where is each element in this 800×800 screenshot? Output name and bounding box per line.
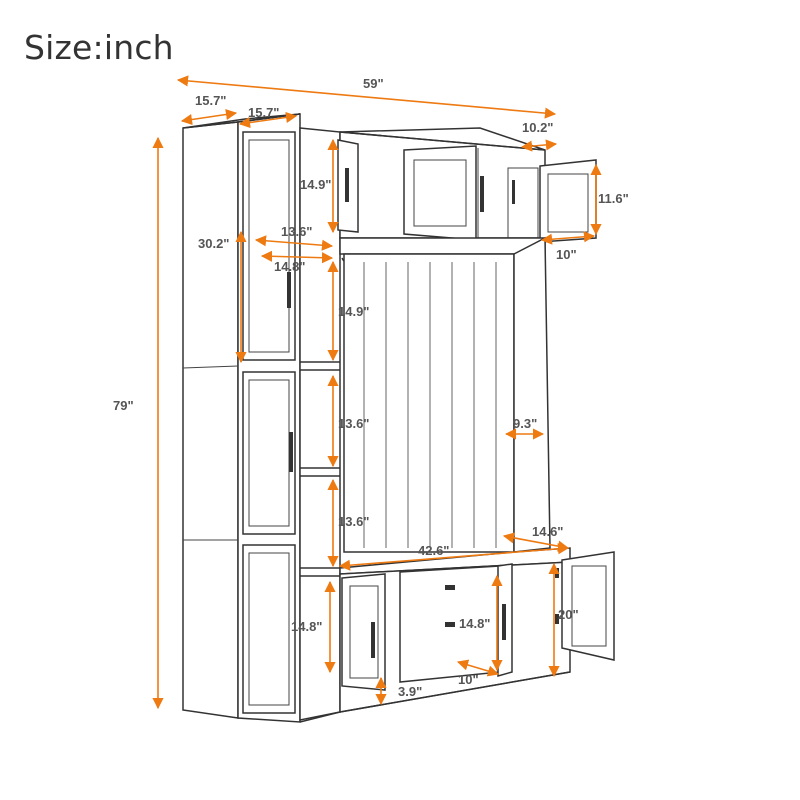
hook-rail <box>339 237 546 255</box>
dimension-labels: 59" 15.7" 15.7" 10.2" 79" 14.9" 11.6" 10… <box>113 76 629 699</box>
tall-cabinet-lower-door <box>242 544 296 714</box>
furniture-drawing <box>182 113 615 723</box>
top-right-width-label: 10" <box>556 247 577 262</box>
bottom-width-label: 10" <box>458 672 479 687</box>
dimension-arrows <box>152 75 602 710</box>
tall-cabinet-side-panel <box>182 121 239 719</box>
side-depth-label: 15.7" <box>195 93 226 108</box>
tall-cabinet-middle-door <box>242 371 296 535</box>
overall-height-label: 79" <box>113 398 134 413</box>
hook-panel-depth-label: 9.3" <box>513 416 537 431</box>
beadboard-grooves <box>363 262 497 548</box>
top-cabinet-depth-label: 10.2" <box>522 120 553 135</box>
side-width-label: 15.7" <box>248 105 279 120</box>
tall-cabinet-shelf-width-arrow <box>260 250 334 264</box>
toe-kick-height-label: 3.9" <box>398 684 422 699</box>
bottom-right-height-label: 20" <box>558 607 579 622</box>
lower-door-panel <box>248 552 290 706</box>
top-middle-door-panel <box>413 159 467 227</box>
right-side-panel <box>513 236 551 553</box>
base-edge <box>299 711 341 723</box>
hinge-icon <box>445 585 455 590</box>
page-title: Size:inch <box>24 28 174 67</box>
side-shelf-low-label: 13.6" <box>338 514 369 529</box>
hinge-icon <box>445 622 455 627</box>
top-cabinet-depth-arrow <box>520 139 558 152</box>
tall-cabinet-shelf-width-label: 14.8" <box>274 259 305 274</box>
top-cabinet-right-door <box>539 159 597 243</box>
hinge-icon <box>555 568 559 578</box>
tall-cabinet-inner-width-arrow <box>254 235 334 251</box>
upper-door-handle <box>287 272 291 308</box>
tall-cabinet-upper-height-label: 30.2" <box>198 236 229 251</box>
bottom-right-door-panel <box>571 565 607 647</box>
side-panel-line <box>182 365 239 369</box>
bottom-width-arrow <box>456 659 500 677</box>
bottom-left-door-handle <box>371 622 375 658</box>
bottom-middle-door-handle <box>502 604 506 640</box>
side-depth-arrow <box>180 108 238 126</box>
overall-width-arrow <box>176 75 557 119</box>
side-width-arrow <box>238 111 298 129</box>
top-cabinet-top <box>339 127 546 151</box>
bench-width-arrow <box>338 543 570 571</box>
top-right-width-arrow <box>540 231 596 245</box>
bottom-center-height-label: 14.8" <box>459 616 490 631</box>
bottom-left-door-panel <box>349 585 379 679</box>
side-shelf-upper-label: 14.9" <box>338 304 369 319</box>
top-right-door-height-label: 11.6" <box>598 191 629 206</box>
bottom-left-height-label: 14.8" <box>291 619 322 634</box>
middle-door-handle <box>289 432 293 472</box>
bottom-cabinet-left-door <box>341 573 386 691</box>
top-right-door-handle <box>512 180 515 204</box>
top-middle-door-handle <box>480 176 484 212</box>
bottom-cabinet-right-door <box>561 551 615 661</box>
overall-width-label: 59" <box>363 76 384 91</box>
top-left-door-handle <box>345 168 349 202</box>
side-shelf-mid-label: 13.6" <box>338 416 369 431</box>
top-cabinet-height-label: 14.9" <box>300 177 331 192</box>
base-edge <box>339 671 571 713</box>
bench-depth-label: 14.6" <box>532 524 563 539</box>
tall-cabinet-inner-width-label: 13.6" <box>281 224 312 239</box>
bench-width-label: 42.6" <box>418 543 449 558</box>
beadboard-back-panel <box>343 253 515 553</box>
